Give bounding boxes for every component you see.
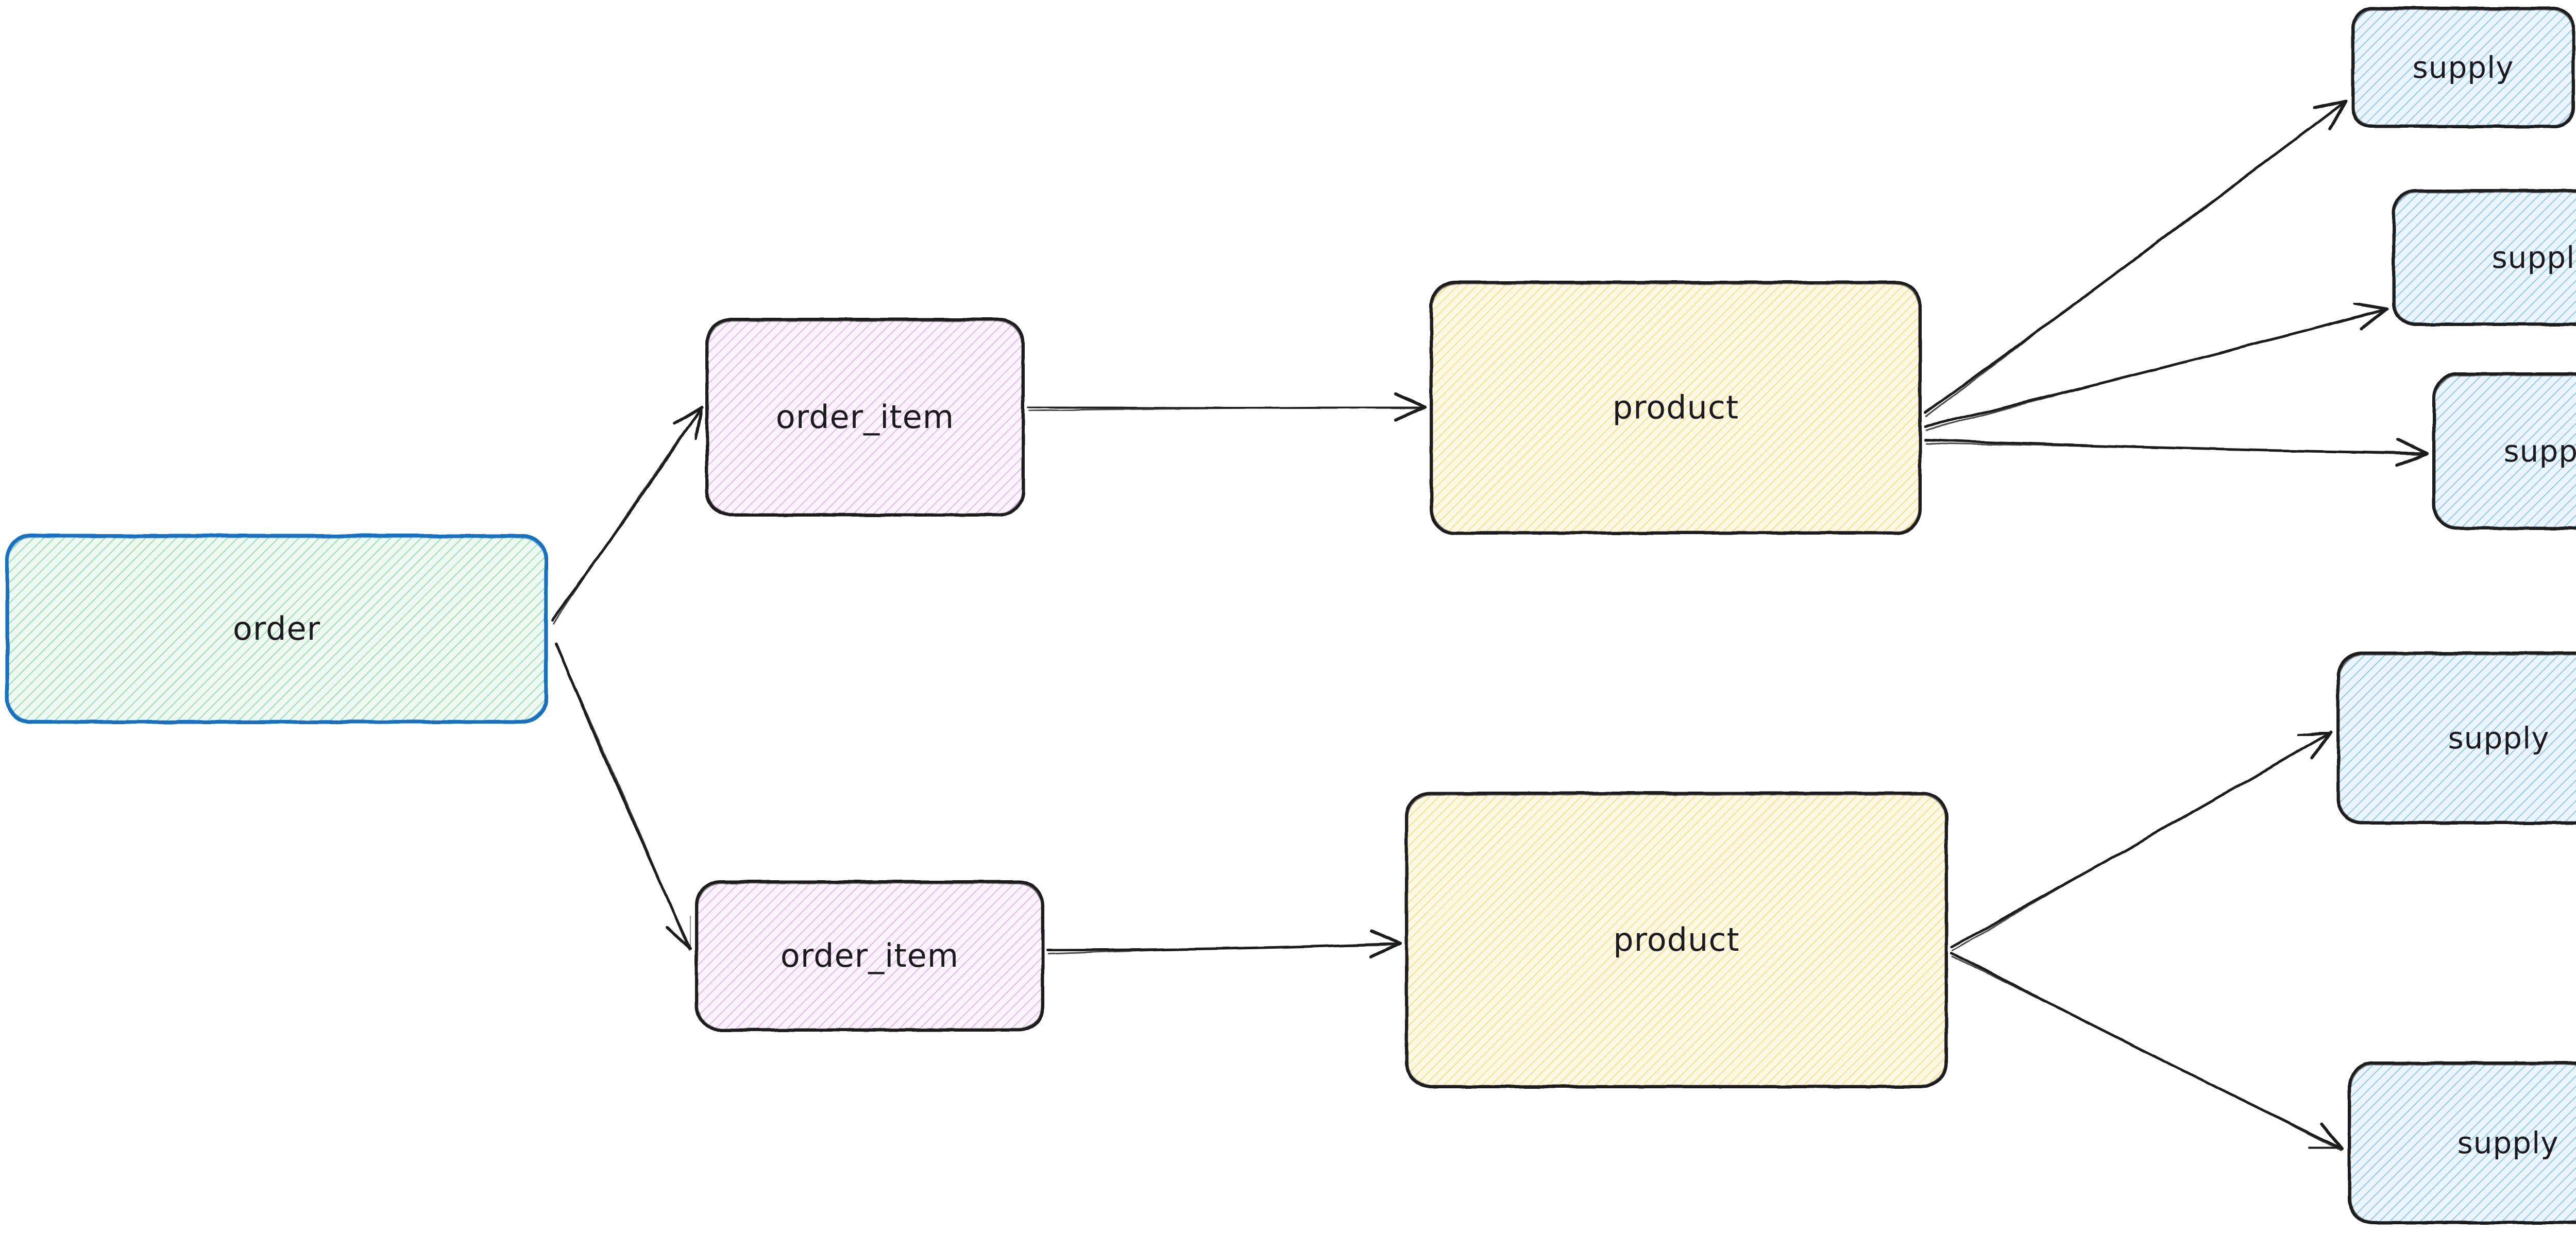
edge-line-sketch [1925, 310, 2386, 431]
edge-arrowhead-upper [694, 405, 703, 440]
edge-line [551, 405, 703, 622]
node-supply_4[interactable]: supply [2336, 652, 2576, 825]
edge-arrowhead-upper [2360, 307, 2388, 331]
edge-arrowhead-upper [2328, 99, 2347, 131]
node-outline-sketch [2434, 374, 2576, 528]
edge-line-sketch [1048, 944, 1400, 955]
node-fill-hatch [2353, 8, 2573, 127]
edge-line-sketch [1925, 442, 2427, 456]
edge-product_2-to-supply_5[interactable] [1950, 951, 2344, 1151]
node-fill-hatch [707, 319, 1023, 515]
edge-arrowhead-upper [665, 926, 692, 950]
edge-line-sketch [1952, 955, 2342, 1151]
node-label: order_item [776, 398, 954, 436]
node-supply_3[interactable]: supply [2432, 372, 2576, 530]
edge-order_item_2-to-product_2[interactable] [1046, 929, 1402, 959]
node-label: supply [2448, 721, 2549, 756]
node-label: product [1613, 921, 1739, 958]
node-outline-sketch [697, 882, 1043, 1030]
edge-arrowhead-lower [2396, 438, 2428, 455]
edge-line [1924, 307, 2388, 428]
node-outline-sketch [1406, 794, 1946, 1087]
node-label: product [1613, 389, 1739, 426]
edge-arrowhead-upper [1394, 405, 1427, 422]
edge-line-sketch [552, 407, 702, 625]
edge-line [1924, 438, 2428, 455]
node-outline [2432, 372, 2576, 530]
edge-order-to-order_item_2[interactable] [555, 642, 692, 951]
node-fill-hatch [2394, 191, 2576, 324]
edge-arrowhead-lower [2353, 302, 2388, 311]
node-outline-sketch [707, 320, 1023, 515]
edge-arrowhead-lower [2297, 731, 2332, 737]
node-label: supply [2457, 1125, 2558, 1160]
edge-product_1-to-supply_2[interactable] [1924, 302, 2388, 431]
node-outline [2392, 189, 2576, 326]
node-fill-hatch [1431, 282, 1920, 533]
node-label: supply [2412, 50, 2514, 85]
node-fill-hatch [2349, 1063, 2576, 1223]
edge-line-sketch [1952, 733, 2331, 951]
node-order_item_1[interactable]: order_item [705, 318, 1025, 517]
edge-line [1046, 942, 1402, 952]
edge-arrowhead-lower [2313, 99, 2347, 110]
node-outline [2348, 1061, 2576, 1224]
edge-arrowhead-lower [1369, 929, 1402, 945]
node-label: order_item [781, 937, 959, 974]
edge-arrowhead-upper [2395, 452, 2428, 467]
node-outline [2336, 652, 2576, 825]
edge-line-sketch [556, 646, 690, 951]
edge-arrowhead-lower [2320, 1122, 2344, 1150]
edge-line-sketch [1925, 101, 2346, 418]
node-outline [695, 880, 1044, 1032]
nodes-layer: orderorder_itemorder_itemproductproducts… [5, 7, 2576, 1224]
edge-arrowhead-upper [2309, 1145, 2344, 1150]
node-outline [705, 318, 1025, 517]
node-supply_1[interactable]: supply [2351, 7, 2575, 128]
node-fill-hatch [1406, 793, 1946, 1087]
edge-arrowhead-upper [1369, 942, 1402, 959]
edge-order-to-order_item_1[interactable] [551, 405, 703, 625]
node-outline-sketch [2394, 191, 2576, 324]
node-outline-sketch [1431, 283, 1920, 533]
edge-arrowhead-lower [672, 405, 703, 425]
edge-arrowhead-upper [2310, 731, 2332, 760]
edge-line [1950, 951, 2344, 1150]
node-outline [1405, 792, 1948, 1088]
node-outline-sketch [2349, 1064, 2576, 1223]
edge-line-sketch [1028, 407, 1425, 412]
node-label: supply [2503, 434, 2576, 469]
edge-arrowhead-lower [1394, 392, 1427, 408]
node-outline [2351, 7, 2575, 128]
node-outline-sketch [2338, 654, 2576, 823]
node-label: supply [2492, 240, 2576, 275]
node-fill-hatch [2338, 653, 2576, 823]
node-product_1[interactable]: product [1430, 281, 1922, 535]
node-outline [5, 534, 548, 724]
node-fill-hatch [2434, 374, 2576, 528]
edge-product_2-to-supply_4[interactable] [1950, 731, 2332, 951]
node-fill-hatch [7, 536, 546, 722]
node-outline-sketch [2353, 9, 2573, 127]
node-supply_5[interactable]: supply [2348, 1061, 2576, 1224]
node-order[interactable]: order [5, 534, 548, 724]
node-product_2[interactable]: product [1405, 792, 1948, 1088]
node-outline [1430, 281, 1922, 535]
node-order_item_2[interactable]: order_item [695, 880, 1044, 1032]
edge-product_1-to-supply_3[interactable] [1924, 438, 2428, 467]
node-label: order [233, 610, 320, 647]
edge-product_1-to-supply_1[interactable] [1924, 99, 2347, 418]
node-fill-hatch [697, 882, 1043, 1030]
node-outline-sketch [7, 536, 546, 722]
edges-layer [551, 99, 2428, 1151]
edge-order_item_1-to-product_1[interactable] [1027, 392, 1427, 422]
node-supply_2[interactable]: supply [2392, 189, 2576, 326]
